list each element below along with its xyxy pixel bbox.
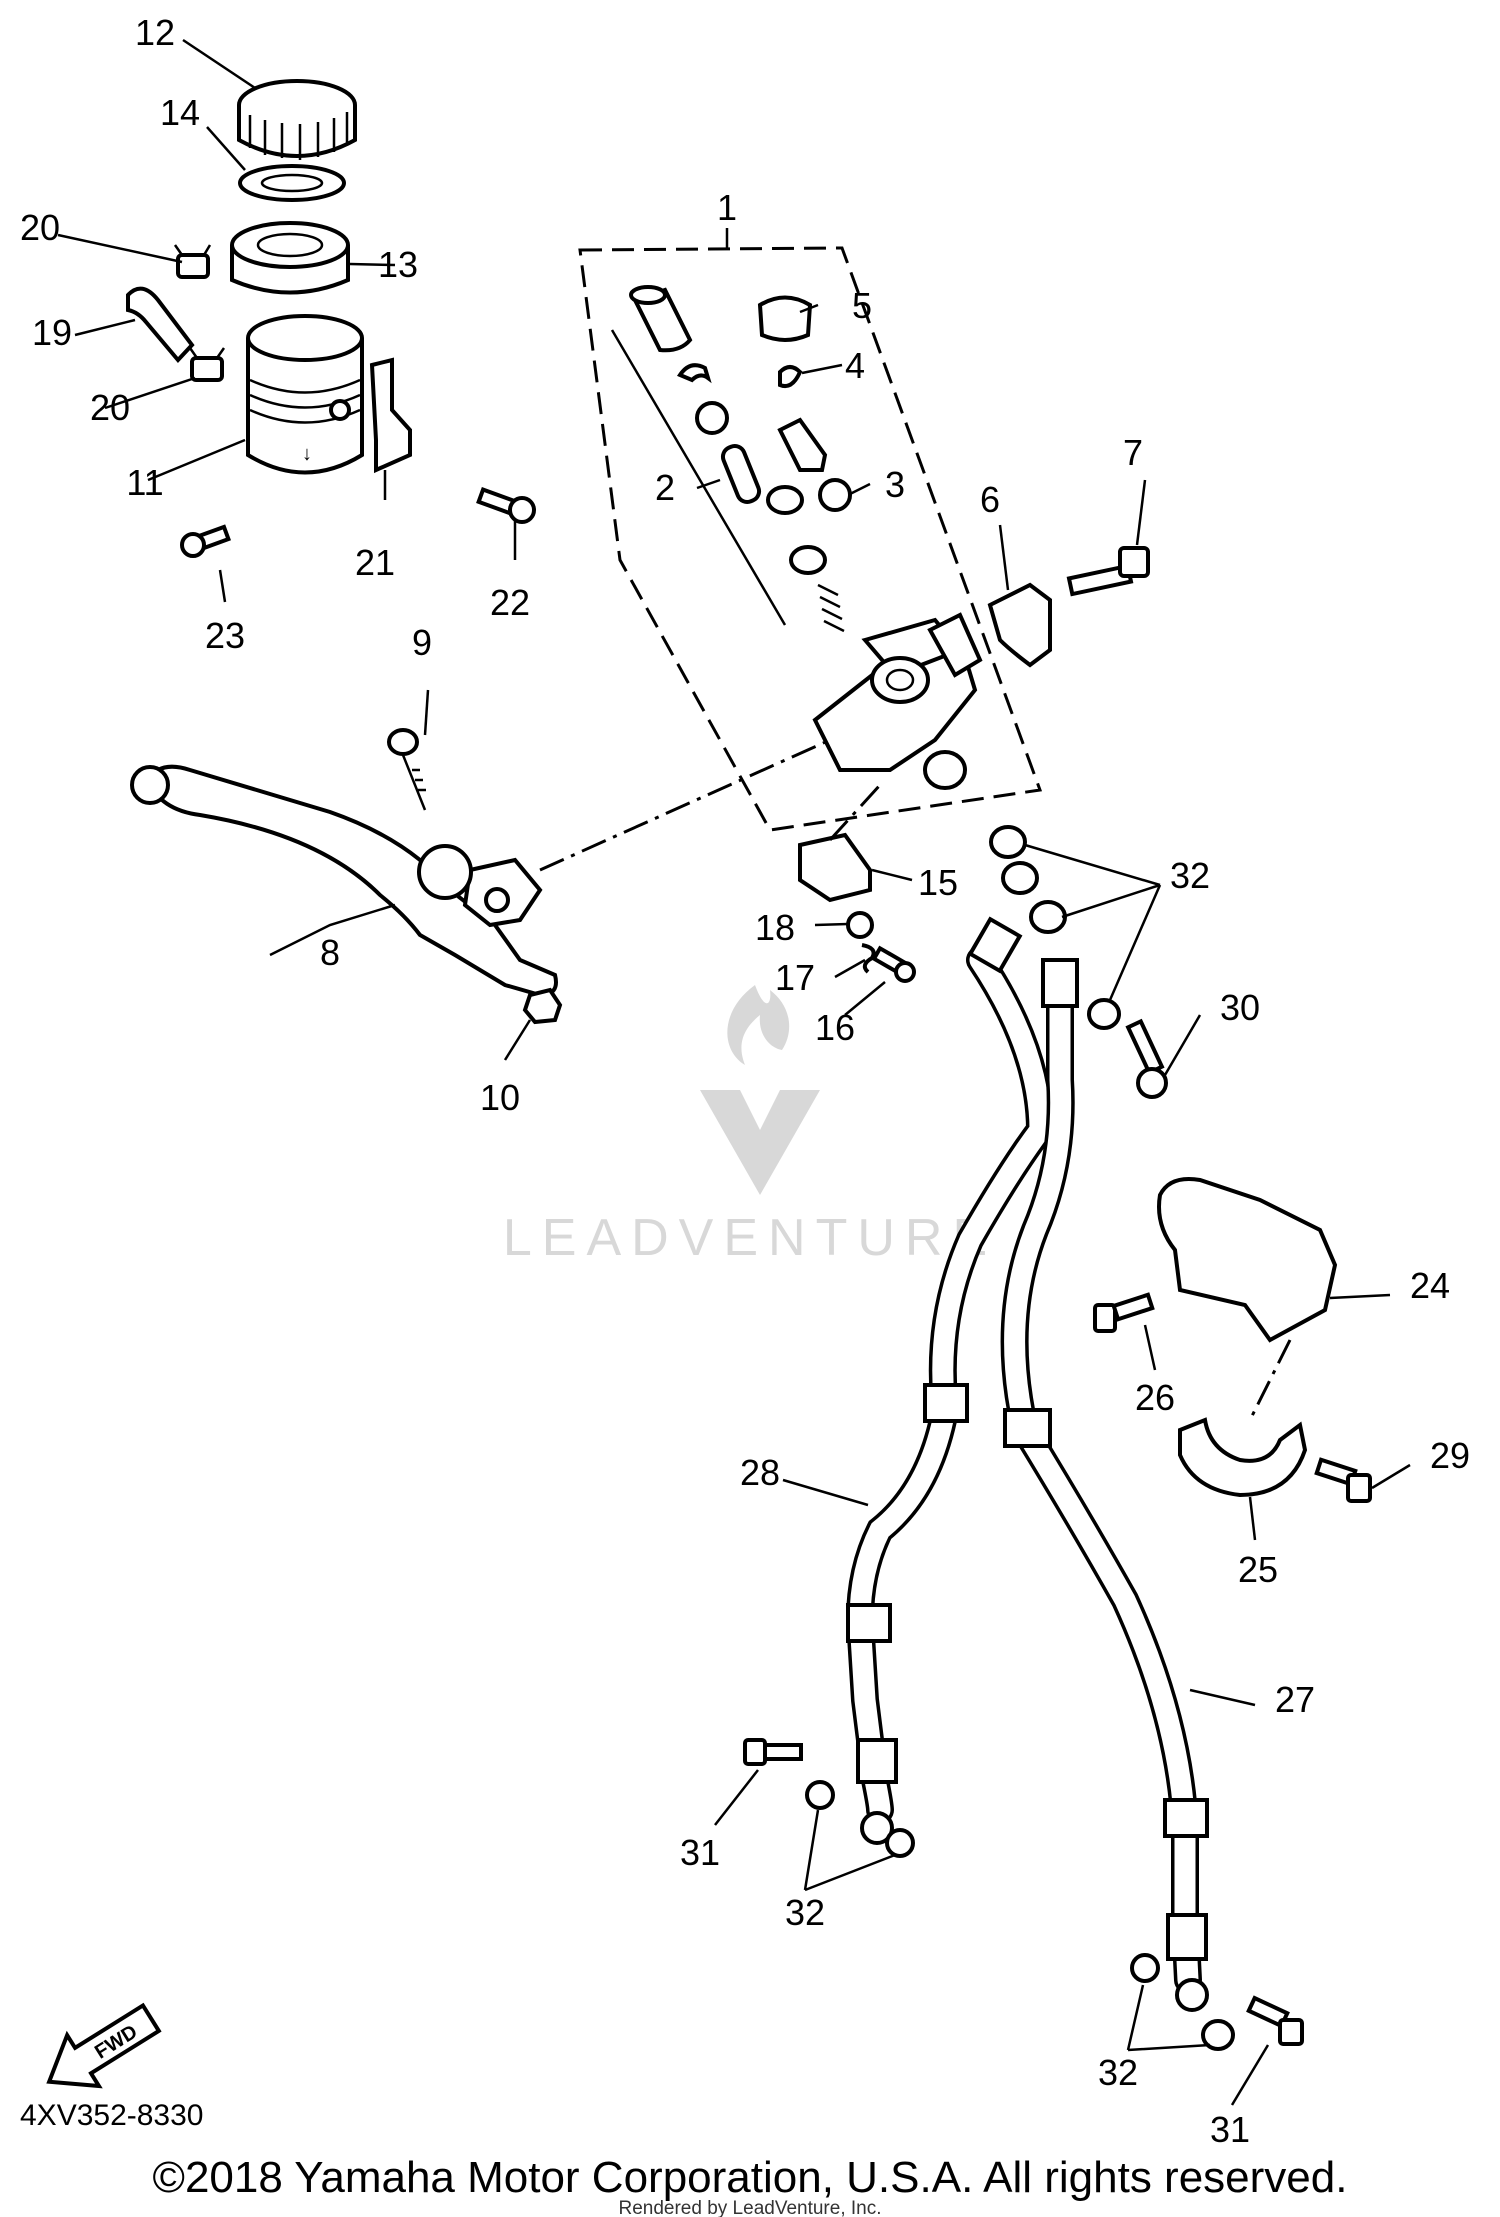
hose-joint [777,417,828,472]
o-ring [818,478,852,512]
gasket-set-right [1130,1953,1235,2051]
callout-9: 9 [412,622,432,663]
callout-2: 2 [655,467,675,508]
callout-23: 23 [205,615,245,656]
clamp-bolt-29 [1314,1457,1372,1503]
flame-icon [727,985,790,1065]
svg-text:↓: ↓ [302,443,312,465]
callout-32c: 32 [1098,2052,1138,2093]
diaphragm [230,221,350,295]
callout-30: 30 [1220,987,1260,1028]
switch-to-cylinder-line [828,783,882,842]
callout-7: 7 [1123,432,1143,473]
pivot-bolt [387,728,427,811]
callout-1: 1 [717,187,737,228]
circlip [778,365,803,389]
copyright-text: ©2018 Yamaha Motor Corporation, U.S.A. A… [153,2153,1348,2202]
callout-29: 29 [1430,1435,1470,1476]
chevron-logo-icon [700,1090,820,1195]
master-cylinder-body [812,612,983,790]
callout-32a: 32 [1170,855,1210,896]
pivot-hole [484,887,510,913]
clamp-bolt [1066,546,1150,597]
callout-31b: 31 [1210,2109,1250,2150]
gasket-set-top [989,825,1121,1030]
callout-22: 22 [490,582,530,623]
switch-spring [861,943,876,974]
reservoir-boot [757,295,813,342]
callout-18: 18 [755,907,795,948]
reservoir-cap [237,79,357,160]
leadventure-watermark: LEADVENTURE [503,985,997,1267]
lever-to-cylinder-line [539,738,831,872]
callout-20b: 20 [90,387,130,428]
callout-6: 6 [980,479,1000,520]
fwd-arrow: FWD [46,2002,162,2089]
callout-25: 25 [1238,1549,1278,1590]
reservoir: ↓ [246,314,364,475]
callout-5: 5 [852,285,872,326]
hose-clip-upper [173,244,212,279]
brake-switch [798,832,872,903]
callout-12: 12 [135,12,175,53]
gasket-set-left [805,1780,915,1858]
leader-lines [57,38,1411,2106]
switch-washer [846,911,874,939]
union-bolt-31-right [1246,1995,1304,2046]
piston-kit [610,285,845,633]
bracket-line [1248,1339,1292,1421]
callout-labels: 12 14 20 19 20 11 13 21 22 23 1 5 4 3 2 … [20,12,1470,2150]
callout-28: 28 [740,1452,780,1493]
callout-17: 17 [775,957,815,998]
callout-10: 10 [480,1077,520,1118]
brake-hose-27 [1000,958,1209,2012]
callout-27: 27 [1275,1679,1315,1720]
hose-guide-24 [1157,1177,1338,1343]
union-bolt-30 [1125,1018,1168,1099]
assembly-boundary [578,246,1043,832]
callout-19: 19 [32,312,72,353]
brake-lever [145,764,558,998]
switch-screw [871,945,916,983]
hose-clamp-25 [1178,1417,1308,1498]
callout-11: 11 [126,462,163,503]
callout-24: 24 [1410,1265,1450,1306]
bracket-screw [476,486,536,524]
callout-14: 14 [160,92,200,133]
hose-clip-lower [188,347,226,382]
adjuster-knob [417,844,473,900]
callout-4: 4 [845,345,865,386]
reservoir-bracket [369,357,412,474]
brake-hose-28 [845,916,1055,1845]
lever-knob [130,765,170,805]
callout-15: 15 [918,862,958,903]
handlebar-clamp [987,582,1052,668]
callout-26: 26 [1135,1377,1175,1418]
pivot-nut [522,987,563,1025]
diagram-code: 4XV352-8330 [20,2099,204,2132]
union-bolt-31-left [743,1738,803,1766]
reservoir-screw [180,524,231,558]
callout-16: 16 [815,1007,855,1048]
reservoir-hose [126,286,195,364]
callout-20a: 20 [20,207,60,248]
callout-32b: 32 [785,1892,825,1933]
callout-31a: 31 [680,1832,720,1873]
callout-8: 8 [320,932,340,973]
diaphragm-plate [238,164,346,202]
callout-13: 13 [378,244,418,285]
rendered-by-text: Rendered by LeadVenture, Inc. [618,2198,881,2217]
watermark-text: LEADVENTURE [503,1209,997,1267]
guide-bolt-26 [1093,1292,1155,1333]
callout-21: 21 [355,542,395,583]
callout-3: 3 [885,464,905,505]
